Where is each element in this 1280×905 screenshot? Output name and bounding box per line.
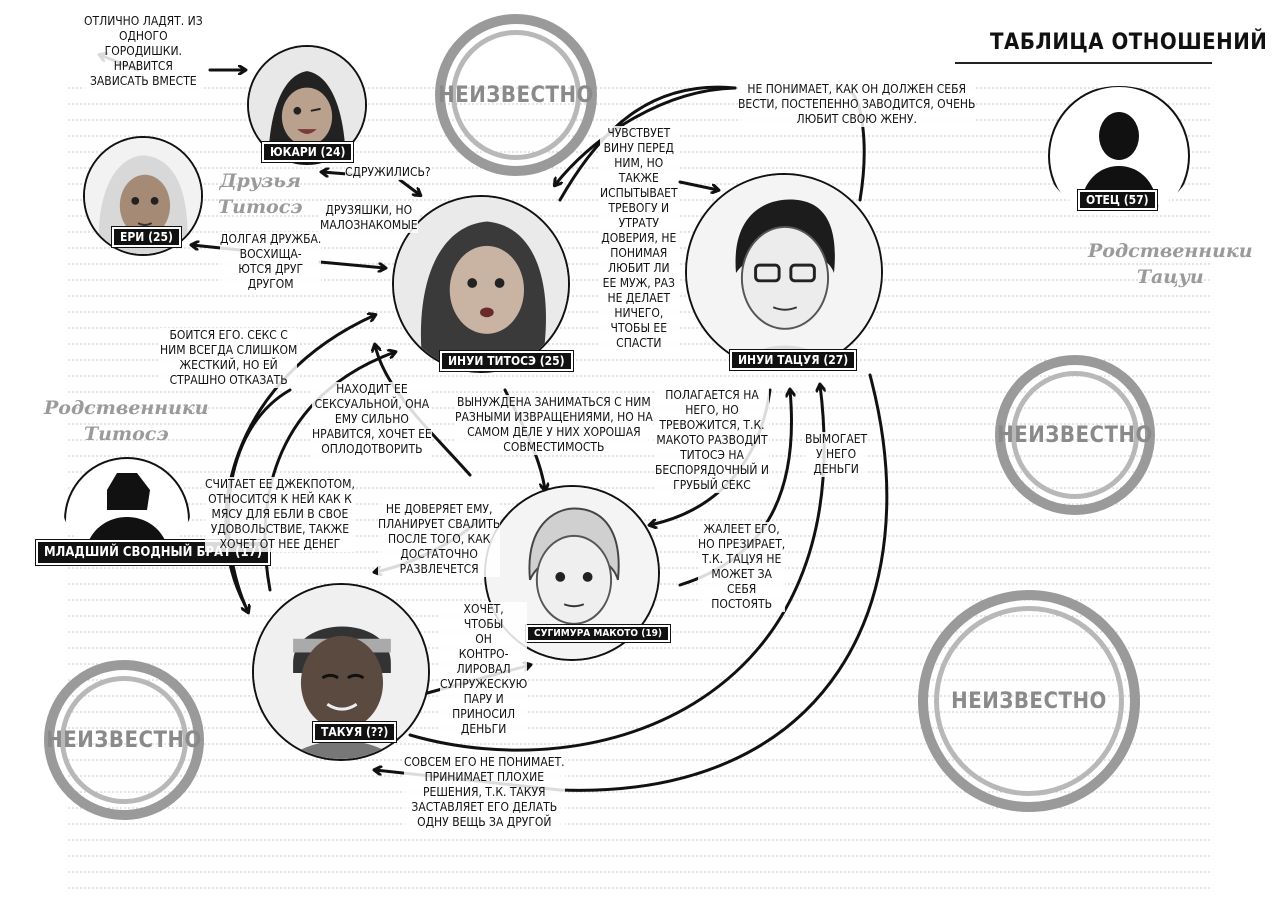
unknown-label: НЕИЗВЕСТНО [997, 422, 1153, 448]
portrait-takuya [252, 583, 430, 761]
label-eri: ЕРИ (25) [111, 226, 182, 248]
unknown-label: НЕИЗВЕСТНО [951, 688, 1107, 714]
page-title: ТАБЛИЦА ОТНОШЕНИЙ [990, 30, 1268, 55]
label-yukari: ЮКАРИ (24) [260, 141, 355, 163]
portrait-tatsuya [685, 173, 883, 371]
arrow-tatsuya-takuya [375, 373, 889, 792]
arrow-titose-tatsuya-top [558, 85, 737, 202]
arrow-to-titose-top [555, 86, 737, 185]
group-tatsuya-relatives: Родственники Тацуи [1088, 238, 1253, 290]
label-titose: ИНУИ ТИТОСЭ (25) [439, 350, 574, 372]
label-tatsuya: ИНУИ ТАЦУЯ (27) [728, 349, 858, 371]
unknown-label: НЕИЗВЕСТНО [438, 82, 594, 108]
group-friends-line2: Титосэ [218, 196, 303, 218]
portrait-titose [392, 195, 570, 373]
takuya-face-icon [254, 585, 428, 759]
arrow-eri-titose [318, 260, 385, 268]
arrow-takuya-tatsuya [408, 385, 824, 752]
group-titose-relatives: Родственники Титосэ [44, 395, 209, 447]
note-made-up: СДРУЖИЛИСЬ? [345, 165, 431, 180]
group-tatsuya-line2: Тацуи [1136, 266, 1204, 288]
titose-face-icon [394, 197, 568, 371]
arrow-made-up [398, 178, 420, 195]
title-underline [955, 62, 1212, 64]
unknown-circle: НЕИЗВЕСТНО [435, 14, 597, 176]
unknown-circle: НЕИЗВЕСТНО [995, 355, 1155, 515]
group-titose-line2: Титосэ [84, 423, 169, 445]
unknown-circle: НЕИЗВЕСТНО [44, 660, 204, 820]
label-father: ОТЕЦ (57) [1077, 189, 1158, 211]
label-takuya: ТАКУЯ (??) [311, 721, 398, 743]
note-jackpot: СЧИТАЕТ ЕЕ ДЖЕКПОТОМ,ОТНОСИТСЯ К НЕЙ КАК… [205, 477, 355, 552]
group-tatsuya-line1: Родственники [1088, 240, 1253, 262]
group-titose-line1: Родственники [44, 397, 209, 419]
tatsuya-face-icon [687, 175, 881, 369]
group-friends-line1: Друзья [219, 170, 301, 192]
group-friends: Друзья Титосэ [218, 168, 303, 220]
unknown-label: НЕИЗВЕСТНО [46, 727, 202, 753]
label-makoto: СУГИМУРА МАКОТО (19) [525, 624, 671, 643]
unknown-circle: НЕИЗВЕСТНО [918, 590, 1140, 812]
